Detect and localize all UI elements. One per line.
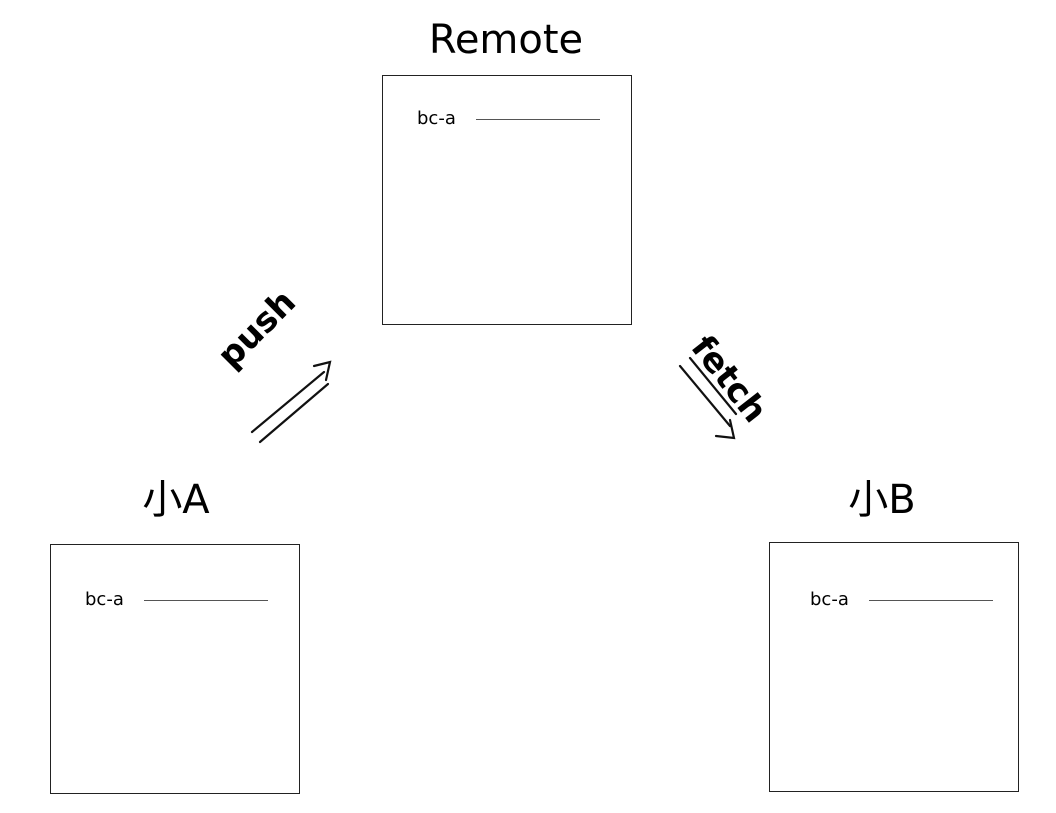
user-a-branch-label: bc-a [85, 589, 124, 610]
remote-repo-box: bc-a [382, 75, 632, 325]
fetch-arrow-icon [678, 356, 738, 440]
user-a-title: 小A [142, 477, 210, 523]
user-a-repo-box: bc-a [50, 544, 300, 794]
user-a-branch-row: bc-a [85, 591, 268, 609]
remote-branch-line [475, 118, 600, 120]
user-b-branch-line [868, 599, 993, 601]
remote-branch-label: bc-a [417, 108, 456, 129]
user-a-branch-line [143, 599, 268, 601]
remote-branch-row: bc-a [417, 110, 600, 128]
push-arrow-icon [250, 360, 332, 444]
remote-title: Remote [428, 17, 584, 63]
user-b-branch-row: bc-a [810, 591, 993, 609]
user-b-branch-label: bc-a [810, 589, 849, 610]
user-b-title: 小B [848, 477, 916, 523]
user-b-repo-box: bc-a [769, 542, 1019, 792]
